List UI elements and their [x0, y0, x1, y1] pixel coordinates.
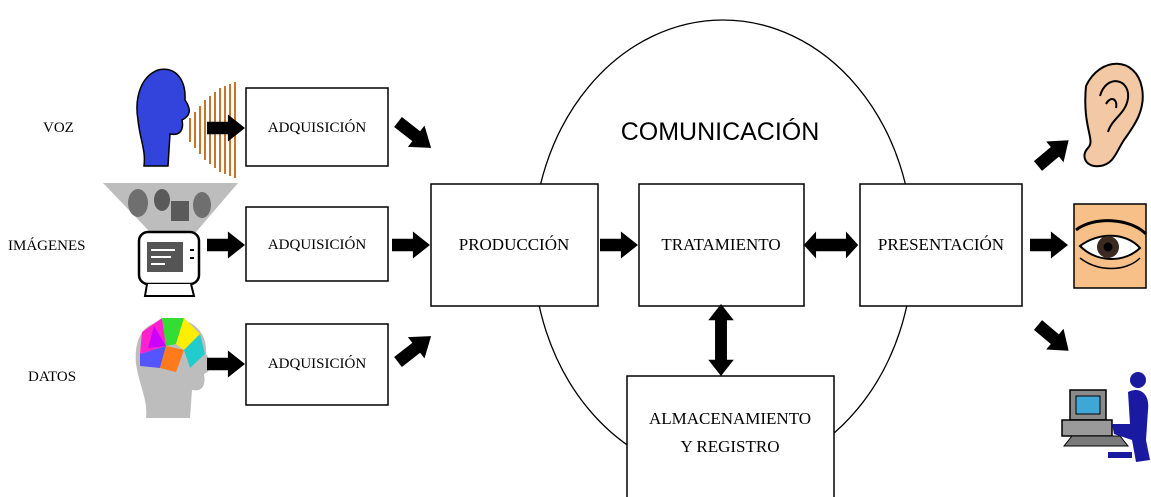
- acquisition-box-images: [245, 206, 389, 282]
- production-box: [430, 183, 599, 307]
- storage-label-line2: Y REGISTRO: [680, 437, 779, 456]
- presentation-box: [859, 183, 1023, 307]
- arrow-presentation-to-computer-user: [1029, 314, 1078, 362]
- eye-icon: [1073, 203, 1148, 289]
- communication-label: COMUNICACIÓN: [621, 117, 820, 146]
- images-label: IMÁGENES: [8, 237, 86, 254]
- voice-label: VOZ: [43, 120, 74, 136]
- arrow-processing-storage-bidirectional: [708, 304, 734, 376]
- colorful-brain-head-icon: [135, 318, 211, 418]
- processing-box: [638, 183, 805, 307]
- arrow-data-to-acquisition: [207, 350, 245, 378]
- arrow-acquisition-images-to-production: [392, 231, 430, 259]
- arrow-processing-presentation-bidirectional: [803, 231, 859, 259]
- arrow-production-to-processing: [600, 231, 638, 259]
- monitor-people-icon: [103, 183, 238, 297]
- acquisition-label-data: ADQUISICIÓN: [268, 355, 366, 372]
- production-label: PRODUCCIÓN: [459, 235, 570, 254]
- arrow-images-to-acquisition: [207, 231, 245, 259]
- arrow-presentation-to-ear: [1029, 129, 1078, 177]
- arrow-acquisition-voice-to-production: [389, 111, 440, 159]
- storage-label-line1: ALMACENAMIENTO: [649, 409, 811, 428]
- acquisition-box-voice: [245, 87, 389, 167]
- arrow-acquisition-data-to-production: [389, 325, 440, 373]
- acquisition-label-images: ADQUISICIÓN: [268, 236, 366, 253]
- processing-label: TRATAMIENTO: [661, 235, 780, 254]
- data-label: DATOS: [28, 369, 76, 385]
- acquisition-label-voice: ADQUISICIÓN: [268, 119, 366, 136]
- presentation-label: PRESENTACIÓN: [878, 235, 1004, 254]
- computer-user-icon: [1061, 372, 1150, 462]
- arrow-presentation-to-eye: [1030, 231, 1068, 259]
- acquisition-box-data: [245, 323, 389, 406]
- storage-box: [626, 375, 835, 497]
- ear-icon: [1083, 62, 1144, 168]
